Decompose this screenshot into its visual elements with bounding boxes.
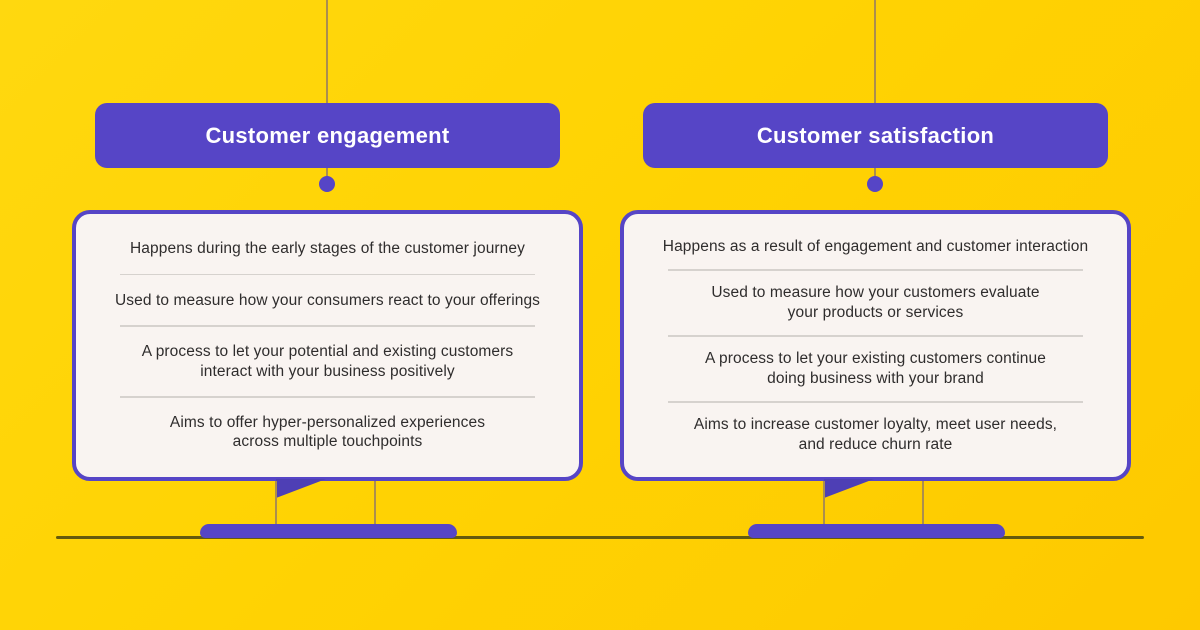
engagement-point-4: Aims to offer hyper-personalized experie… [169, 413, 486, 451]
stand-wedge [824, 479, 874, 498]
stand-leg-right [922, 481, 924, 526]
divider [120, 325, 535, 327]
satisfaction-point-3: A process to let your existing customers… [705, 350, 1046, 387]
stand-leg-left [275, 481, 277, 526]
divider [668, 335, 1083, 337]
divider [120, 273, 535, 276]
stand-base [200, 524, 457, 538]
satisfaction-card: Happens as a result of engagement and cu… [620, 210, 1131, 481]
connector-stub-line [326, 168, 328, 178]
engagement-point-3: A process to let your potential and exis… [141, 343, 514, 380]
hanger-line [326, 0, 328, 103]
satisfaction-point-1: Happens as a result of engagement and cu… [662, 237, 1089, 255]
connector-stub-line [874, 168, 876, 178]
stand-wedge [276, 479, 326, 498]
header-badge-satisfaction: Customer satisfaction [643, 103, 1108, 168]
header-title-satisfaction: Customer satisfaction [756, 122, 995, 148]
column-customer-satisfaction: Customer satisfaction Happens as a resul… [548, 0, 1148, 630]
satisfaction-point-4: Aims to increase customer loyalty, meet … [693, 416, 1058, 453]
divider [120, 396, 535, 398]
stand-leg-right [374, 481, 376, 526]
divider [668, 269, 1083, 271]
engagement-point-2: Used to measure how your consumers react… [114, 291, 541, 309]
engagement-card: Happens during the early stages of the c… [72, 210, 583, 481]
stand-leg-left [823, 481, 825, 526]
header-badge-engagement: Customer engagement [95, 103, 560, 168]
engagement-point-1: Happens during the early stages of the c… [130, 240, 525, 258]
column-customer-engagement: Customer engagement Happens during the e… [72, 0, 583, 538]
hanger-line [874, 0, 876, 103]
header-title-engagement: Customer engagement [205, 122, 450, 148]
connector-dot [867, 176, 883, 192]
divider [668, 401, 1083, 403]
satisfaction-point-2: Used to measure how your customers evalu… [711, 284, 1040, 321]
ground-line [56, 536, 1144, 539]
stand-base [748, 524, 1005, 538]
connector-dot [319, 176, 335, 192]
